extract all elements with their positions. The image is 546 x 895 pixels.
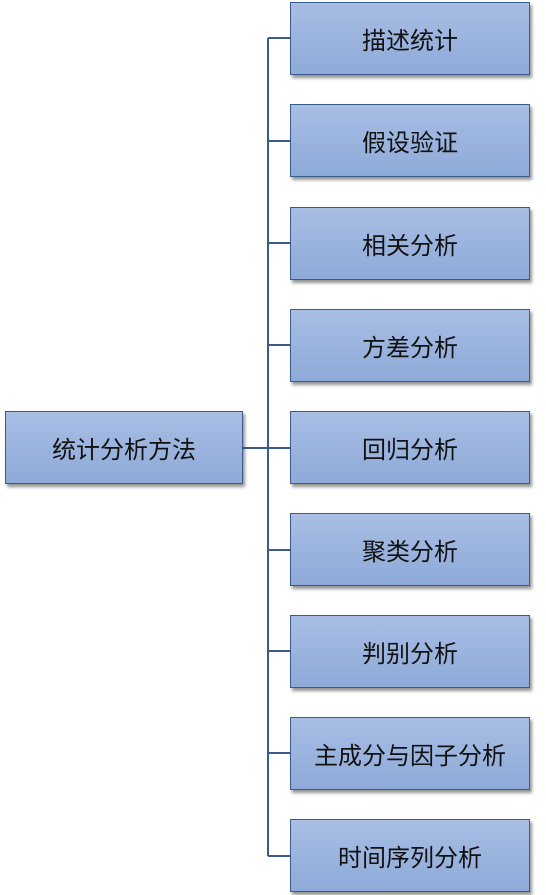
child-node-label: 相关分析: [362, 232, 458, 260]
child-node-pca-factor-analysis: 主成分与因子分析: [290, 717, 530, 790]
child-node-descriptive-statistics: 描述统计: [290, 2, 530, 75]
child-node-label: 判别分析: [362, 640, 458, 668]
child-node-label: 聚类分析: [362, 538, 458, 566]
child-node-regression-analysis: 回归分析: [290, 411, 530, 484]
root-node-label: 统计分析方法: [52, 436, 196, 464]
child-node-label: 主成分与因子分析: [314, 742, 506, 770]
child-node-label: 时间序列分析: [338, 844, 482, 872]
root-node: 统计分析方法: [5, 411, 243, 484]
child-node-time-series-analysis: 时间序列分析: [290, 819, 530, 892]
child-node-variance-analysis: 方差分析: [290, 309, 530, 382]
child-node-correlation-analysis: 相关分析: [290, 207, 530, 280]
child-node-label: 描述统计: [362, 27, 458, 55]
child-node-cluster-analysis: 聚类分析: [290, 513, 530, 586]
child-node-label: 方差分析: [362, 334, 458, 362]
child-node-label: 回归分析: [362, 436, 458, 464]
child-node-hypothesis-testing: 假设验证: [290, 104, 530, 177]
child-node-label: 假设验证: [362, 129, 458, 157]
child-node-discriminant-analysis: 判别分析: [290, 615, 530, 688]
